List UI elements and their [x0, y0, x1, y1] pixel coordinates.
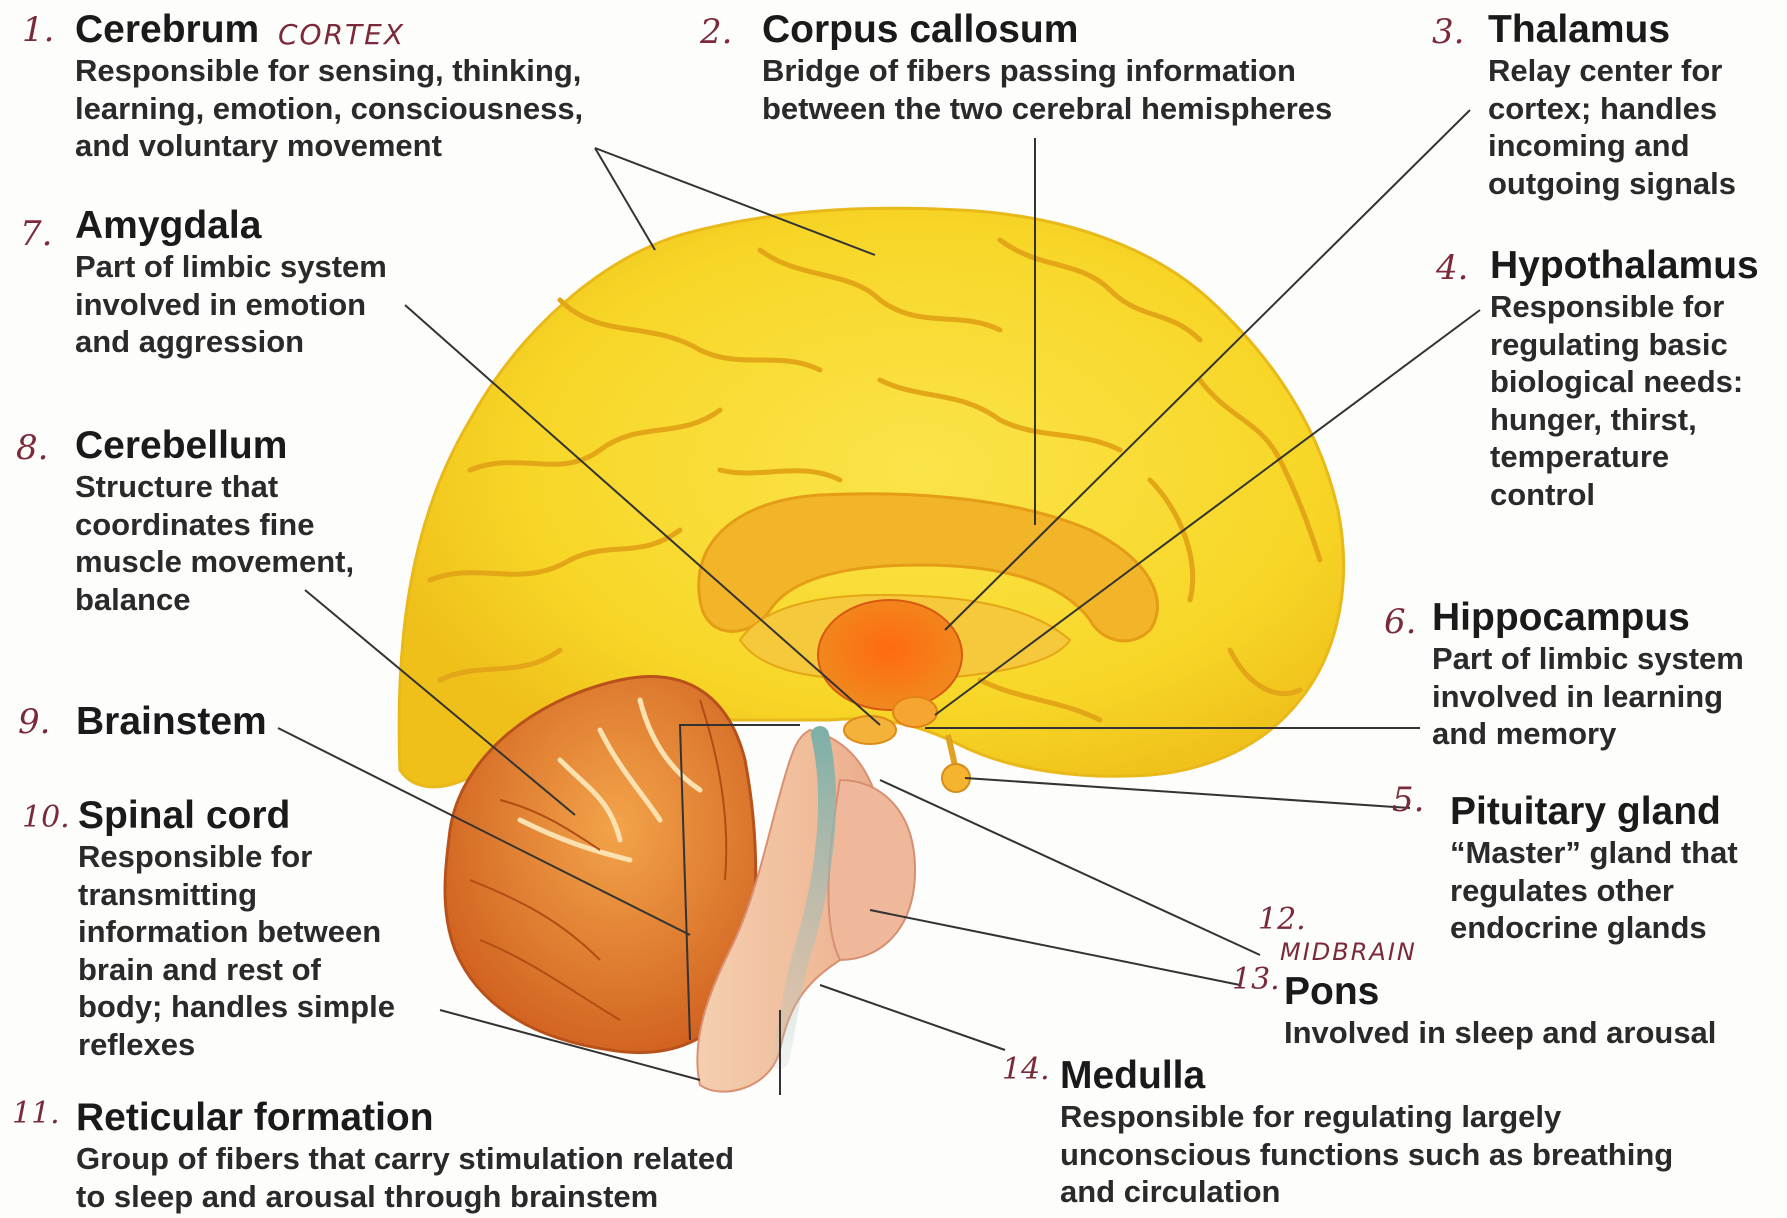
- number-thalamus: 3.: [1432, 12, 1464, 52]
- label-desc-line: Responsible for regulating largely: [1060, 1098, 1673, 1136]
- label-desc-line: cortex; handles: [1488, 90, 1736, 128]
- label-desc-line: transmitting: [78, 876, 395, 914]
- label-desc-line: Part of limbic system: [75, 248, 387, 286]
- label-desc-line: Relay center for: [1488, 52, 1736, 90]
- number-midbrain: 12.: [1258, 902, 1306, 937]
- label-medulla: Medulla Responsible for regulating large…: [1060, 1054, 1673, 1211]
- label-desc-line: endocrine glands: [1450, 909, 1738, 947]
- thalamus-shape: [818, 600, 962, 710]
- hypothalamus-shape: [893, 697, 937, 727]
- number-hypothalamus: 4.: [1436, 248, 1468, 288]
- label-desc-line: regulates other: [1450, 872, 1738, 910]
- label-reticular-formation: Reticular formation Group of fibers that…: [76, 1096, 734, 1215]
- number-pituitary-gland: 5.: [1392, 780, 1424, 820]
- label-hippocampus: Hippocampus Part of limbic system involv…: [1432, 596, 1744, 753]
- label-desc-line: Part of limbic system: [1432, 640, 1744, 678]
- number-corpus-callosum: 2.: [700, 12, 732, 52]
- label-title: Reticular formation: [76, 1096, 734, 1140]
- label-desc-line: unconscious functions such as breathing: [1060, 1136, 1673, 1174]
- number-reticular-formation: 11.: [12, 1096, 60, 1131]
- label-title: Pituitary gland: [1450, 790, 1738, 834]
- label-desc-line: control: [1490, 476, 1759, 514]
- label-pituitary-gland: Pituitary gland “Master” gland that regu…: [1450, 790, 1738, 947]
- label-title: Spinal cord: [78, 794, 395, 838]
- label-desc-line: brain and rest of: [78, 951, 395, 989]
- label-desc-line: “Master” gland that: [1450, 834, 1738, 872]
- label-desc-line: body; handles simple: [78, 988, 395, 1026]
- label-desc-line: Responsible for: [1490, 288, 1759, 326]
- label-desc-line: balance: [75, 581, 354, 619]
- label-corpus-callosum: Corpus callosum Bridge of fibers passing…: [762, 8, 1332, 127]
- label-desc-line: and circulation: [1060, 1173, 1673, 1211]
- label-desc-line: involved in learning: [1432, 678, 1744, 716]
- number-brainstem: 9.: [18, 702, 50, 742]
- label-desc-line: Structure that: [75, 468, 354, 506]
- label-desc-line: and aggression: [75, 323, 387, 361]
- label-brainstem: Brainstem: [76, 700, 267, 744]
- label-title: Medulla: [1060, 1054, 1673, 1098]
- number-hippocampus: 6.: [1384, 602, 1416, 642]
- label-desc-line: to sleep and arousal through brainstem: [76, 1178, 734, 1216]
- label-title: Pons: [1284, 970, 1716, 1014]
- label-desc-line: reflexes: [78, 1026, 395, 1064]
- number-pons: 13.: [1232, 962, 1280, 997]
- label-desc-line: Involved in sleep and arousal: [1284, 1014, 1716, 1052]
- label-desc-line: learning, emotion, consciousness,: [75, 90, 583, 128]
- number-amygdala: 7.: [20, 214, 52, 254]
- pons-shape: [828, 780, 915, 960]
- label-desc-line: Responsible for: [78, 838, 395, 876]
- label-title: Hippocampus: [1432, 596, 1744, 640]
- label-title: Hypothalamus: [1490, 244, 1759, 288]
- label-title: Cerebellum: [75, 424, 354, 468]
- label-desc-line: muscle movement,: [75, 543, 354, 581]
- label-title: Brainstem: [76, 700, 267, 744]
- label-desc-line: information between: [78, 913, 395, 951]
- label-cerebellum: Cerebellum Structure that coordinates fi…: [75, 424, 354, 618]
- label-desc-line: and voluntary movement: [75, 127, 583, 165]
- label-desc-line: hunger, thirst,: [1490, 401, 1759, 439]
- label-pons: Pons Involved in sleep and arousal: [1284, 970, 1716, 1052]
- label-desc-line: biological needs:: [1490, 363, 1759, 401]
- label-desc-line: and memory: [1432, 715, 1744, 753]
- label-thalamus: Thalamus Relay center for cortex; handle…: [1488, 8, 1736, 202]
- label-desc-line: Bridge of fibers passing information: [762, 52, 1332, 90]
- label-title: Thalamus: [1488, 8, 1736, 52]
- label-desc-line: temperature: [1490, 438, 1759, 476]
- number-medulla: 14.: [1002, 1052, 1050, 1087]
- cortex-handwritten-note: CORTEX: [278, 18, 405, 51]
- label-desc-line: regulating basic: [1490, 326, 1759, 364]
- label-desc-line: coordinates fine: [75, 506, 354, 544]
- label-title: Corpus callosum: [762, 8, 1332, 52]
- label-desc-line: outgoing signals: [1488, 165, 1736, 203]
- number-cerebellum: 8.: [16, 428, 48, 468]
- label-title: Amygdala: [75, 204, 387, 248]
- label-desc-line: incoming and: [1488, 127, 1736, 165]
- label-hypothalamus: Hypothalamus Responsible for regulating …: [1490, 244, 1759, 513]
- label-amygdala: Amygdala Part of limbic system involved …: [75, 204, 387, 361]
- label-desc-line: between the two cerebral hemispheres: [762, 90, 1332, 128]
- label-desc-line: Group of fibers that carry stimulation r…: [76, 1140, 734, 1178]
- number-spinal-cord: 10.: [22, 800, 70, 835]
- midbrain-handwritten-label: MIDBRAIN: [1280, 938, 1417, 966]
- label-spinal-cord: Spinal cord Responsible for transmitting…: [78, 794, 395, 1063]
- label-desc-line: Responsible for sensing, thinking,: [75, 52, 583, 90]
- amygdala-shape: [844, 716, 896, 744]
- label-desc-line: involved in emotion: [75, 286, 387, 324]
- number-cerebrum: 1.: [22, 10, 54, 50]
